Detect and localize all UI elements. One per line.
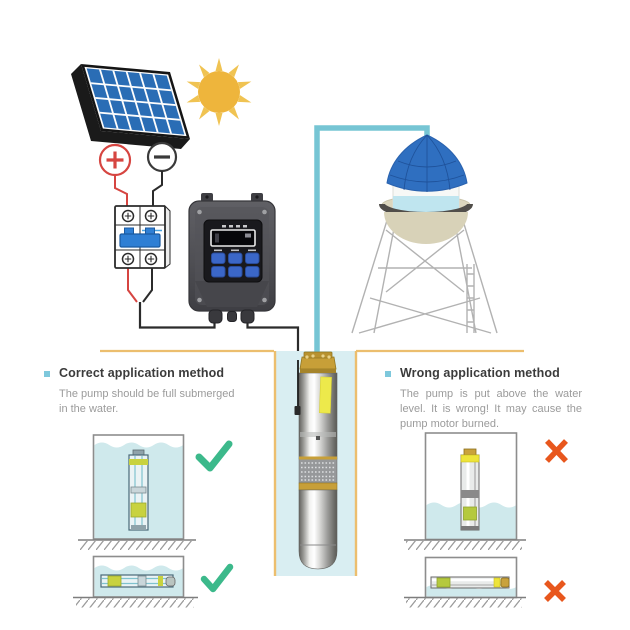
wrong-method-title: Wrong application method [400, 366, 560, 380]
sun-icon [186, 58, 252, 126]
cross-icon [545, 439, 568, 463]
pump-label [319, 376, 332, 414]
submersible-pump [294, 351, 338, 570]
controller-buttons [211, 252, 260, 278]
correct-example-horizontal [73, 555, 234, 608]
pump-controller [188, 193, 276, 324]
cable-gland [240, 309, 255, 324]
cross-icon [544, 580, 566, 602]
cable-gland [227, 311, 237, 322]
circuit-breaker [114, 204, 171, 270]
breaker-toggle [119, 233, 161, 248]
check-icon [200, 563, 234, 593]
bullet-icon [385, 371, 391, 377]
solar-panel [71, 64, 190, 149]
solar-panel-edge [71, 64, 190, 149]
wrong-method-section: Wrong application method The pump is put… [385, 366, 585, 433]
pump-head [299, 356, 337, 370]
minus-terminal-icon [146, 141, 178, 173]
cable-gland [208, 309, 223, 324]
wrong-example-horizontal [404, 556, 566, 608]
bullet-icon [44, 371, 50, 377]
check-icon [195, 440, 233, 472]
mini-pump-horizontal [100, 574, 176, 588]
correct-example-vertical [78, 434, 233, 550]
wrong-example-vertical [404, 432, 568, 550]
mini-pump-vertical [128, 449, 149, 531]
well-walls [273, 351, 358, 576]
wrong-method-body: The pump is put above the water level. I… [400, 388, 582, 431]
tower-bowl [384, 212, 468, 244]
correct-method-section: Correct application method The pump shou… [44, 366, 259, 417]
tower-lattice [351, 213, 498, 334]
ground-hatch [76, 598, 194, 608]
correct-method-title: Correct application method [59, 366, 225, 380]
ground-hatch [406, 598, 522, 608]
water-tower [351, 134, 498, 334]
mini-pump-horizontal-steel [430, 576, 510, 589]
mini-pump-vertical-steel [460, 448, 480, 531]
ground-hatch [80, 541, 192, 550]
controller-display [210, 229, 256, 247]
correct-method-body: The pump should be full submerged in the… [59, 388, 235, 416]
ground-hatch [406, 541, 522, 550]
plus-terminal-icon [98, 143, 132, 177]
tank-outline [92, 434, 185, 540]
